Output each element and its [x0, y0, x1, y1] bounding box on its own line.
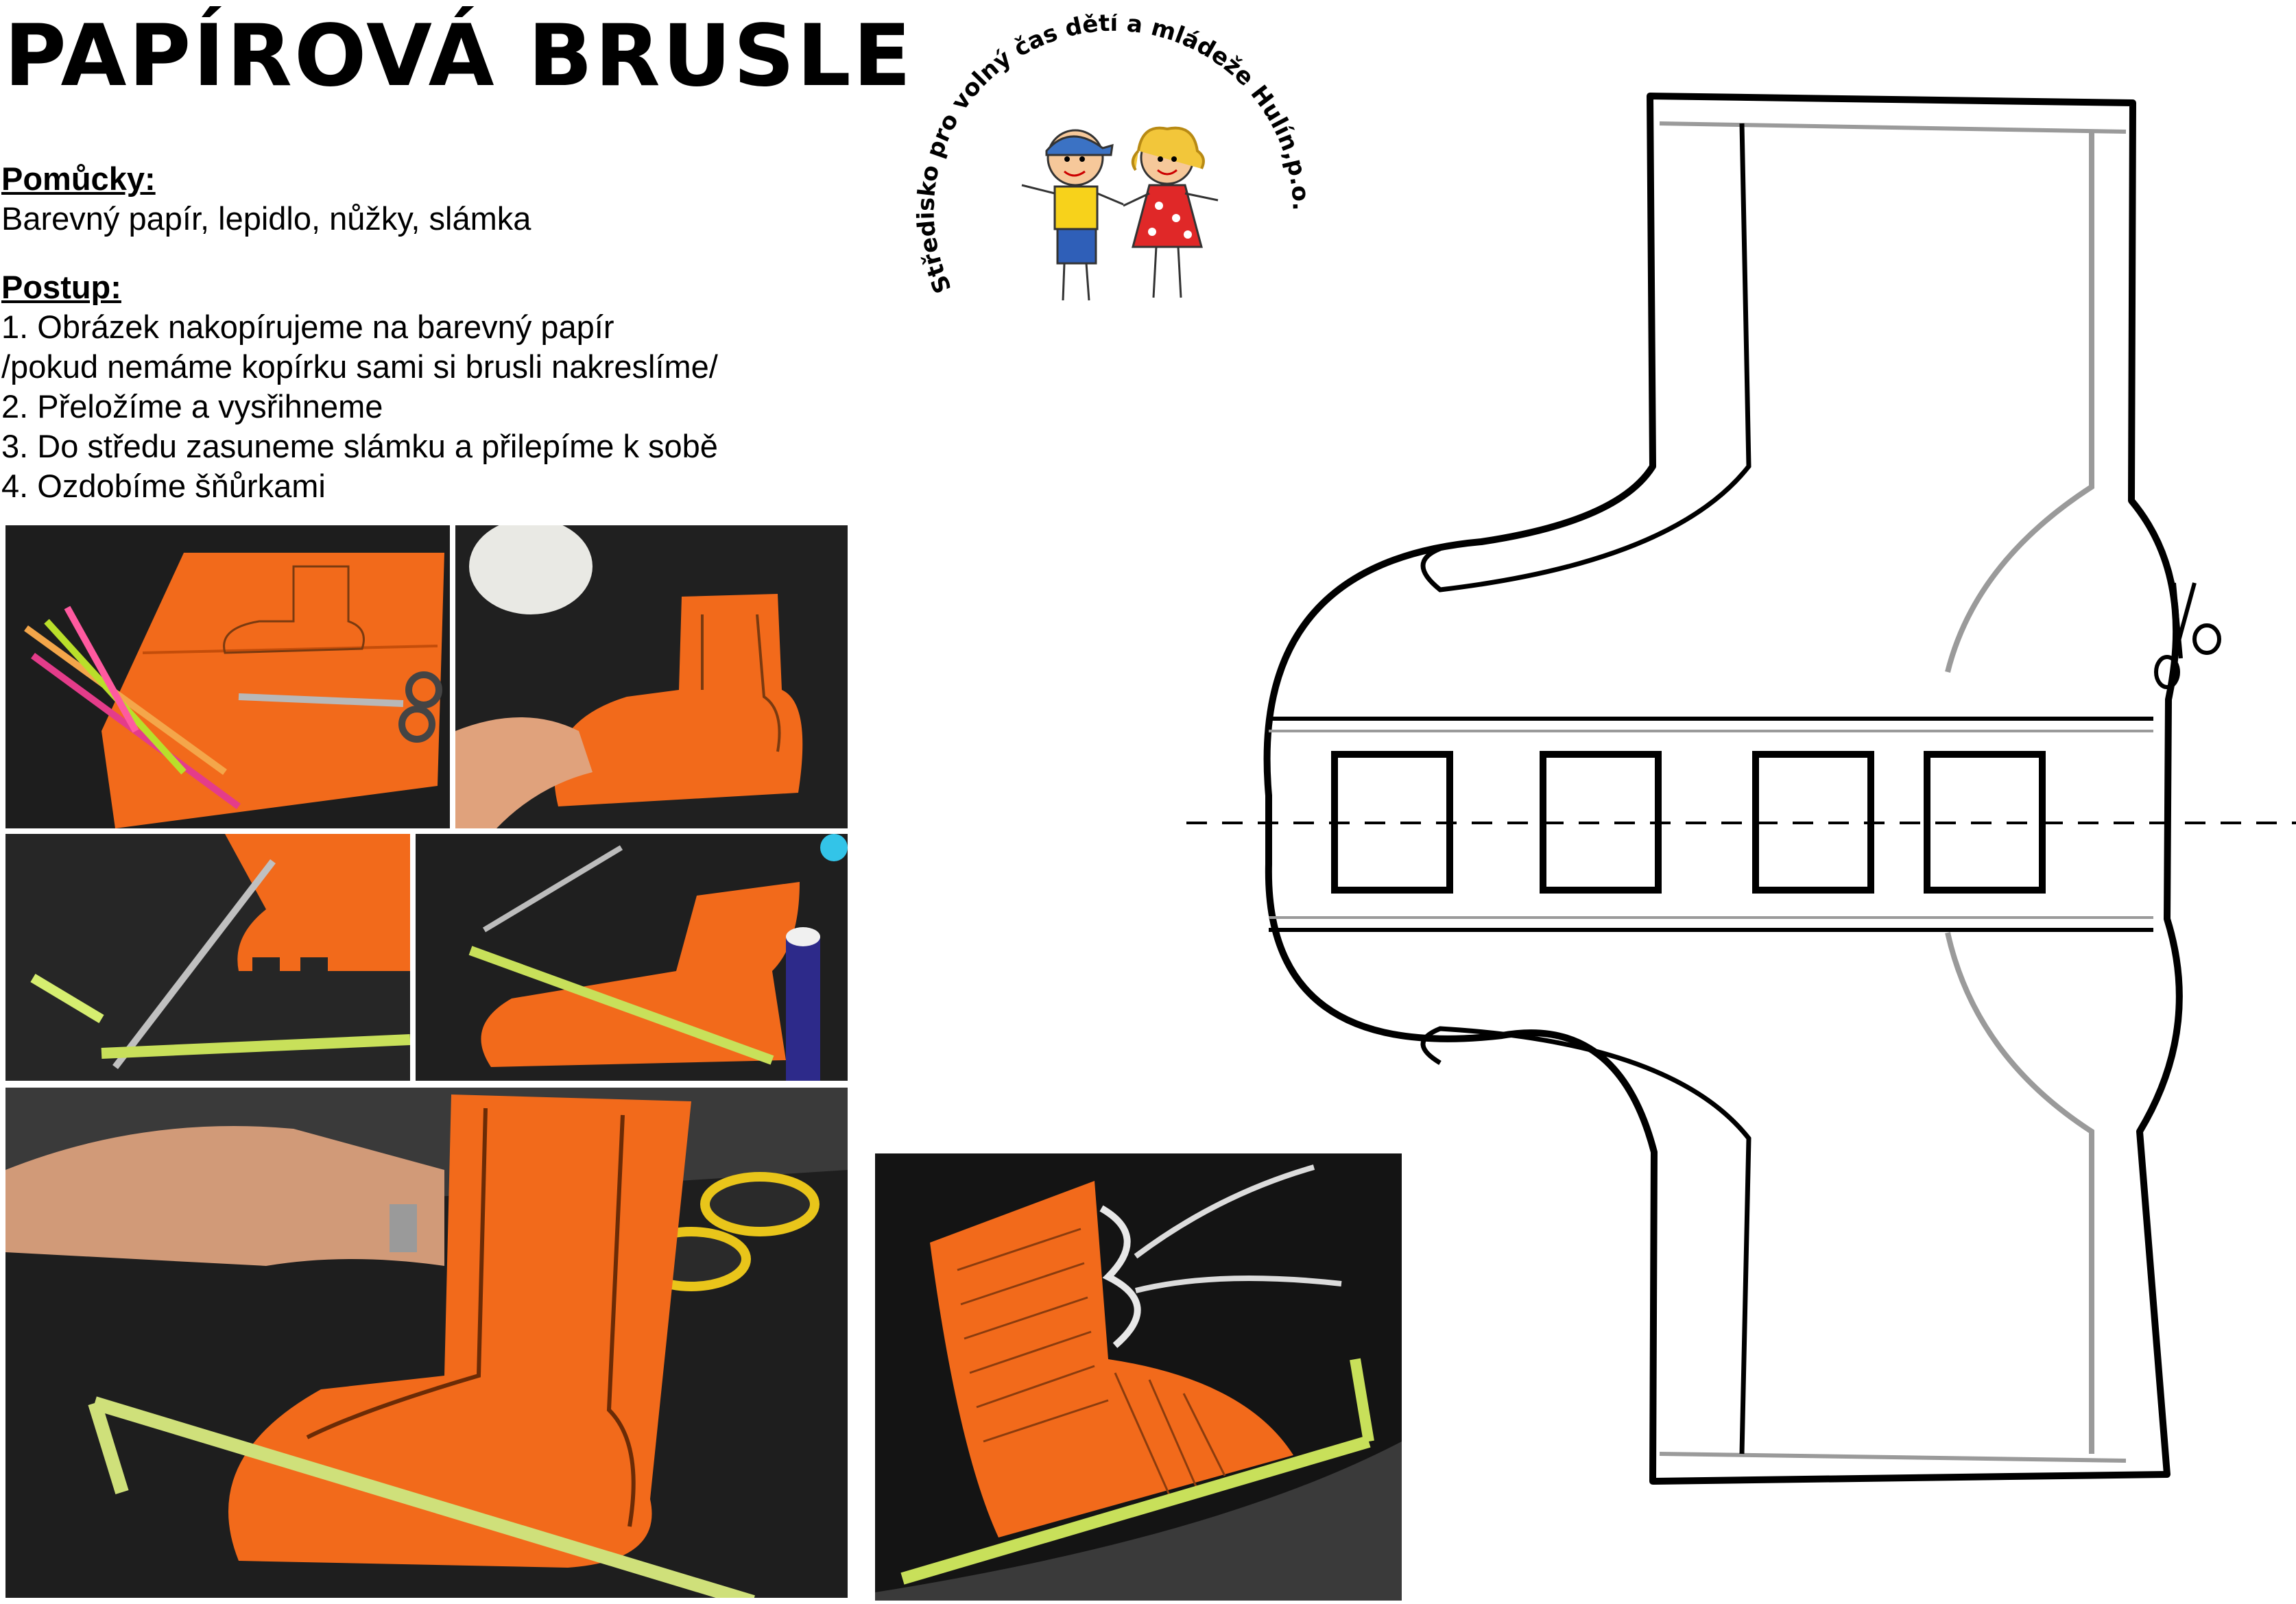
- step-5-photo: [5, 1088, 848, 1598]
- step-2-photo: [455, 525, 848, 828]
- step-2: 2. Přeložíme a vysřihneme: [1, 388, 383, 424]
- step-4: 4. Ozdobíme šňůrkami: [1, 468, 326, 504]
- instructions: Pomůcky: Barevný papír, lepidlo, nůžky, …: [1, 159, 865, 506]
- tools-text: Barevný papír, lepidlo, nůžky, slámka: [1, 200, 531, 237]
- step-4-photo: [416, 834, 848, 1081]
- tools-heading: Pomůcky:: [1, 160, 156, 197]
- procedure-heading: Postup:: [1, 269, 121, 305]
- template-slot: [1331, 751, 1453, 894]
- step-1-note: /pokud nemáme kopírku sami si brusli nak…: [1, 348, 718, 385]
- logo-girl-icon: [1123, 126, 1219, 298]
- logo-boy-icon: [1021, 129, 1124, 301]
- boot-template: [1186, 93, 2296, 1485]
- organization-logo: Středisko pro volný čas dětí a mládeže H…: [912, 14, 1315, 301]
- step-1-photo: [5, 525, 450, 828]
- page-title: PAPÍROVÁ BRUSLE: [4, 7, 913, 106]
- step-1: 1. Obrázek nakopírujeme na barevný papír: [1, 309, 614, 345]
- template-slot: [1540, 751, 1662, 894]
- step-3-photo: [5, 834, 410, 1081]
- finished-photo: [875, 1153, 1402, 1601]
- scissors-icon: [2154, 582, 2221, 689]
- template-outline: [1263, 93, 2183, 1485]
- step-3: 3. Do středu zasuneme slámku a přilepíme…: [1, 428, 718, 464]
